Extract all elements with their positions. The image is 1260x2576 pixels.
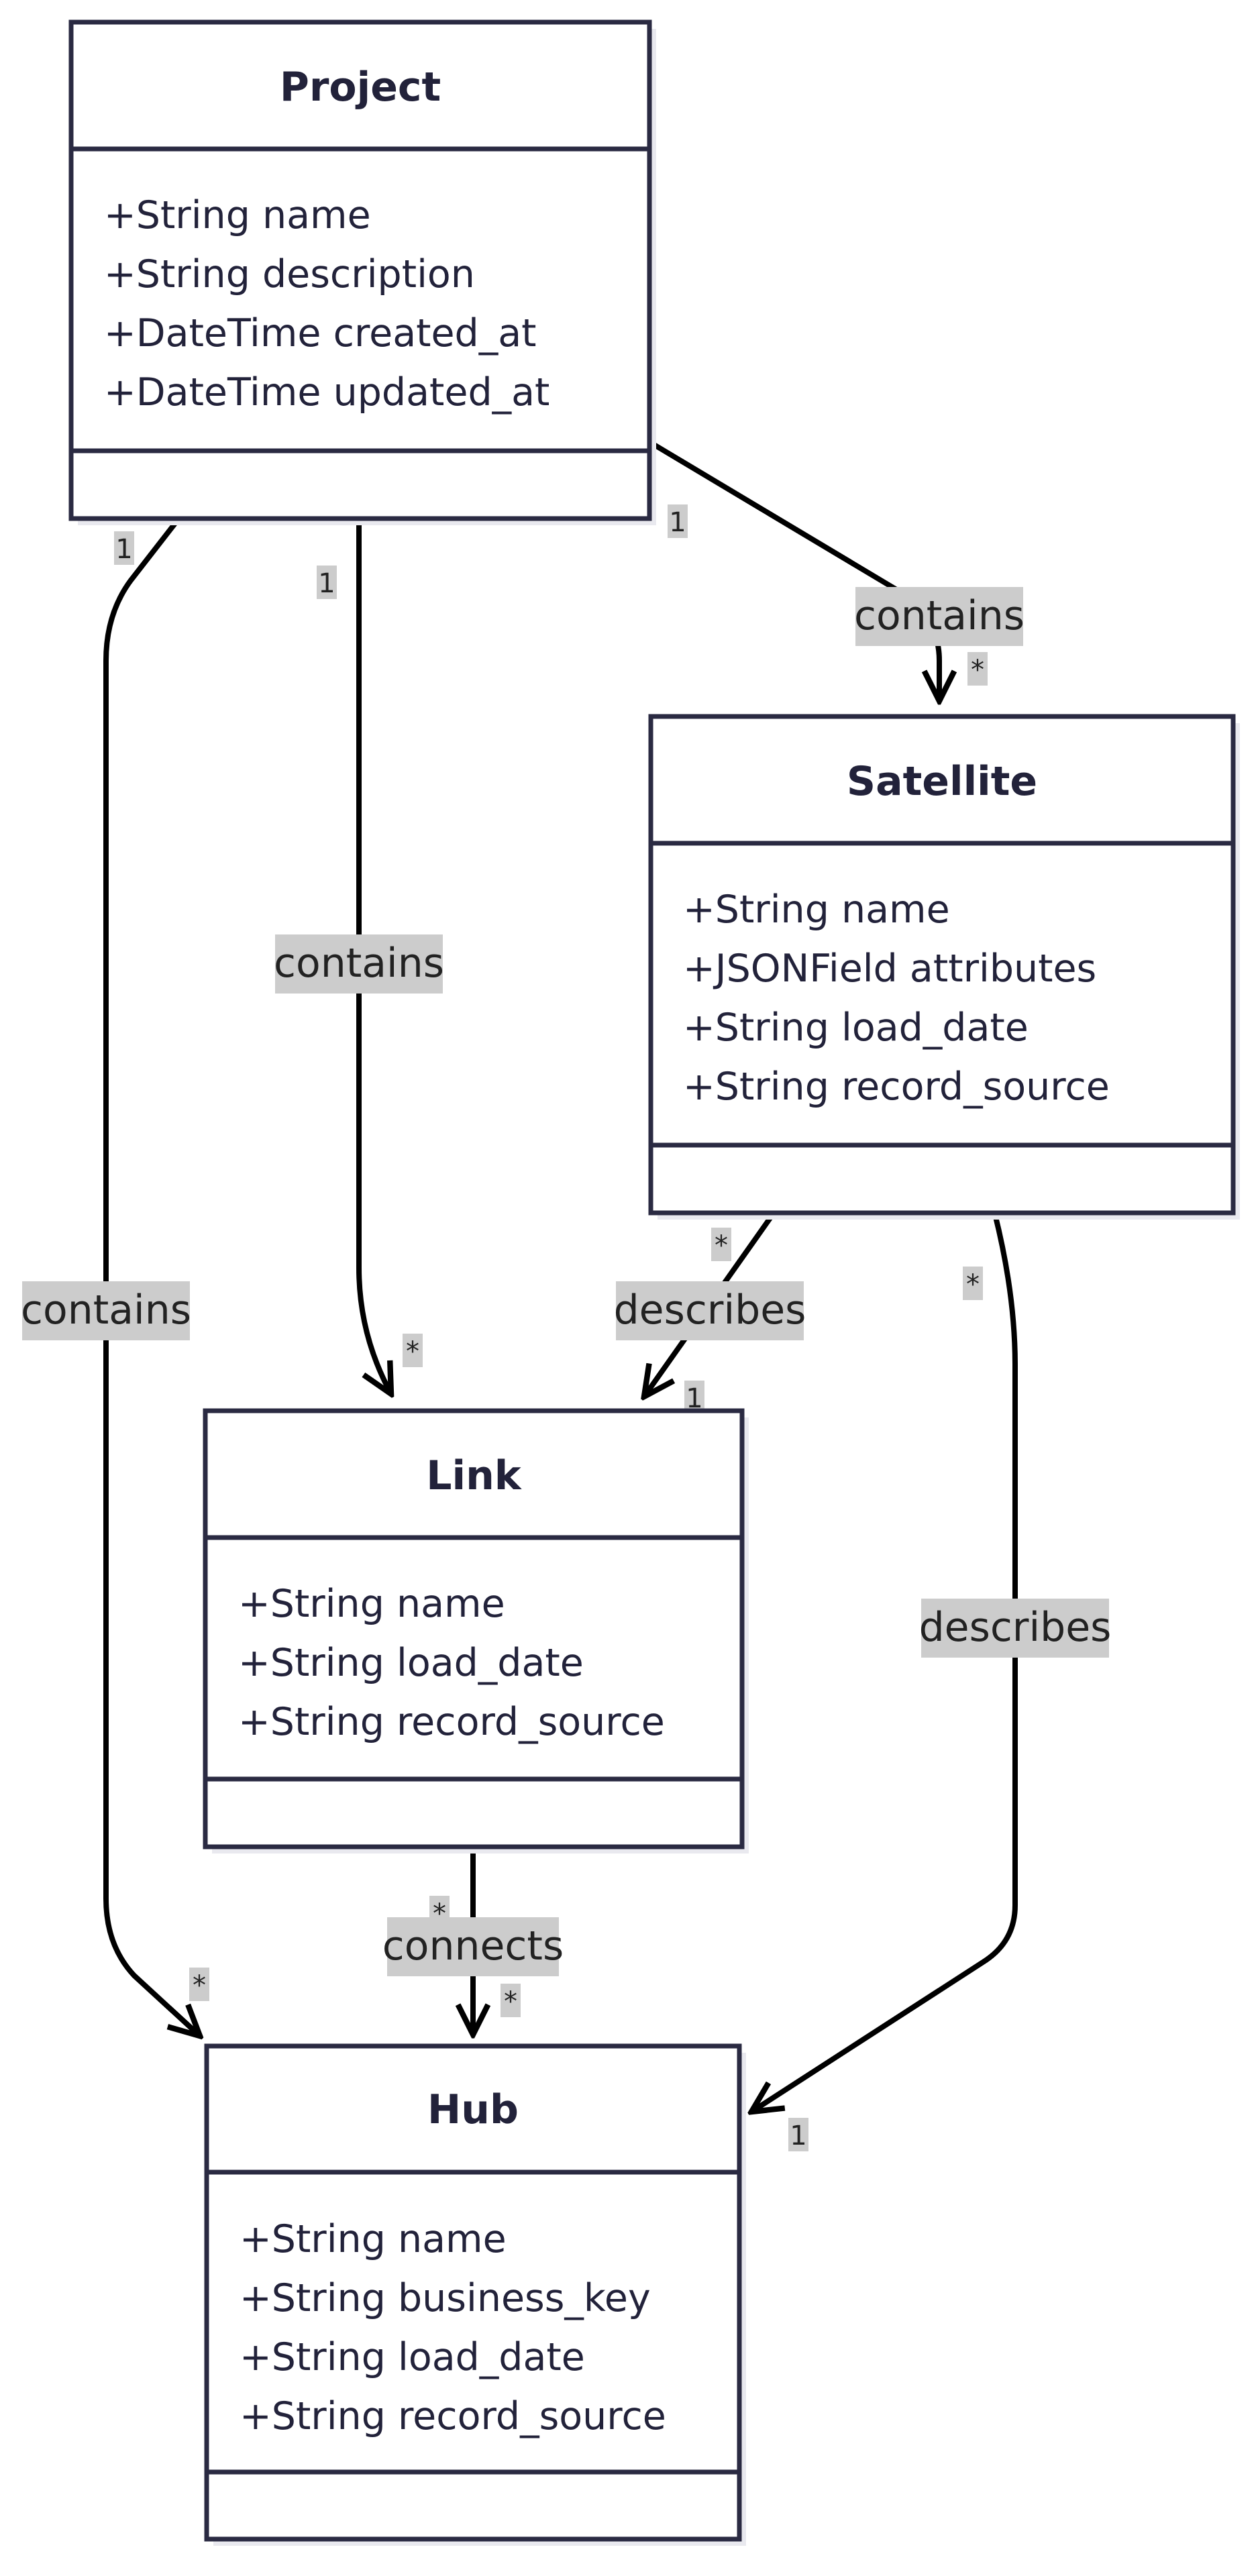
class-attribute: +String description bbox=[104, 252, 475, 297]
edge-label-project-satellite: contains bbox=[854, 592, 1025, 639]
relation-project-satellite: contains 1 * bbox=[648, 440, 1025, 701]
relation-satellite-link: describes * 1 bbox=[614, 1212, 806, 1414]
class-title: Project bbox=[280, 64, 441, 111]
relation-satellite-hub: describes * 1 bbox=[751, 1212, 1112, 2151]
class-hub: Hub +String name +String business_key +S… bbox=[204, 2043, 746, 2546]
edge-project-hub bbox=[103, 517, 200, 2036]
class-attribute: +String load_date bbox=[240, 2335, 585, 2379]
edge-label-bg bbox=[616, 1281, 804, 1340]
class-attribute: +String name bbox=[104, 193, 371, 237]
class-attribute: +String record_source bbox=[240, 2394, 666, 2438]
mult-project-link-from: 1 bbox=[318, 568, 335, 599]
mult-satellite-hub-to: 1 bbox=[790, 2121, 806, 2151]
edge-label-link-hub: connects bbox=[382, 1923, 564, 1970]
class-attribute: +String record_source bbox=[683, 1065, 1110, 1109]
class-attribute: +String name bbox=[240, 2217, 507, 2261]
class-box bbox=[203, 1408, 745, 1849]
relation-project-link: contains 1 * bbox=[274, 517, 444, 1394]
edge-satellite-hub bbox=[751, 1212, 1018, 2112]
edge-project-link bbox=[356, 517, 391, 1394]
class-attribute: +DateTime updated_at bbox=[104, 370, 549, 415]
class-box bbox=[68, 19, 652, 521]
mult-project-satellite-to: * bbox=[971, 655, 984, 686]
edge-label-bg bbox=[275, 934, 443, 994]
class-attribute: +String load_date bbox=[683, 1006, 1029, 1050]
mult-bg bbox=[403, 1334, 423, 1367]
edge-label-bg bbox=[921, 1599, 1109, 1658]
mult-project-hub-from: 1 bbox=[115, 534, 132, 565]
class-attribute: +String name bbox=[238, 1582, 505, 1626]
mult-bg bbox=[429, 1896, 450, 1929]
edge-label-bg bbox=[22, 1281, 190, 1340]
class-attribute: +DateTime created_at bbox=[104, 311, 537, 356]
mult-project-link-to: * bbox=[406, 1336, 419, 1367]
mult-bg bbox=[501, 1984, 521, 2017]
edge-label-project-hub: contains bbox=[21, 1287, 191, 1334]
class-box bbox=[648, 714, 1236, 1216]
edge-label-satellite-hub: describes bbox=[919, 1604, 1112, 1651]
class-box bbox=[204, 2043, 742, 2542]
mult-project-hub-to: * bbox=[193, 1970, 206, 2001]
relation-project-hub: contains 1 * bbox=[21, 517, 209, 2036]
class-title: Satellite bbox=[847, 758, 1037, 805]
class-title: Link bbox=[426, 1452, 523, 1499]
mult-bg bbox=[967, 652, 988, 686]
mult-bg bbox=[788, 2118, 808, 2151]
edge-label-bg bbox=[855, 587, 1023, 646]
mult-bg bbox=[963, 1267, 983, 1300]
class-attribute: +String business_key bbox=[240, 2276, 651, 2320]
mult-project-satellite-from: 1 bbox=[669, 507, 686, 538]
edge-label-project-link: contains bbox=[274, 940, 444, 987]
mult-link-hub-to: * bbox=[504, 1986, 517, 2017]
class-attribute: +String load_date bbox=[238, 1641, 584, 1685]
class-title: Hub bbox=[427, 2086, 519, 2133]
class-link: Link +String name +String load_date +Str… bbox=[203, 1408, 749, 1854]
edge-label-satellite-link: describes bbox=[614, 1287, 806, 1334]
class-attribute: +JSONField attributes bbox=[683, 947, 1096, 991]
mult-satellite-link-from: * bbox=[715, 1230, 728, 1261]
class-satellite: Satellite +String name +JSONField attrib… bbox=[648, 714, 1240, 1220]
relation-link-hub: connects * * bbox=[382, 1847, 564, 2035]
class-attribute: +String record_source bbox=[238, 1700, 665, 1744]
edge-project-satellite bbox=[648, 440, 939, 701]
mult-bg bbox=[114, 531, 134, 565]
mult-bg bbox=[668, 504, 688, 538]
class-attribute: +String name bbox=[683, 888, 950, 932]
edge-label-bg bbox=[387, 1917, 559, 1976]
mult-bg bbox=[189, 1968, 209, 2001]
mult-bg bbox=[711, 1228, 731, 1261]
class-project: Project +String name +String description… bbox=[68, 19, 656, 525]
mult-link-hub-from: * bbox=[433, 1898, 446, 1929]
mult-bg bbox=[317, 566, 337, 599]
mult-satellite-hub-from: * bbox=[966, 1269, 980, 1300]
